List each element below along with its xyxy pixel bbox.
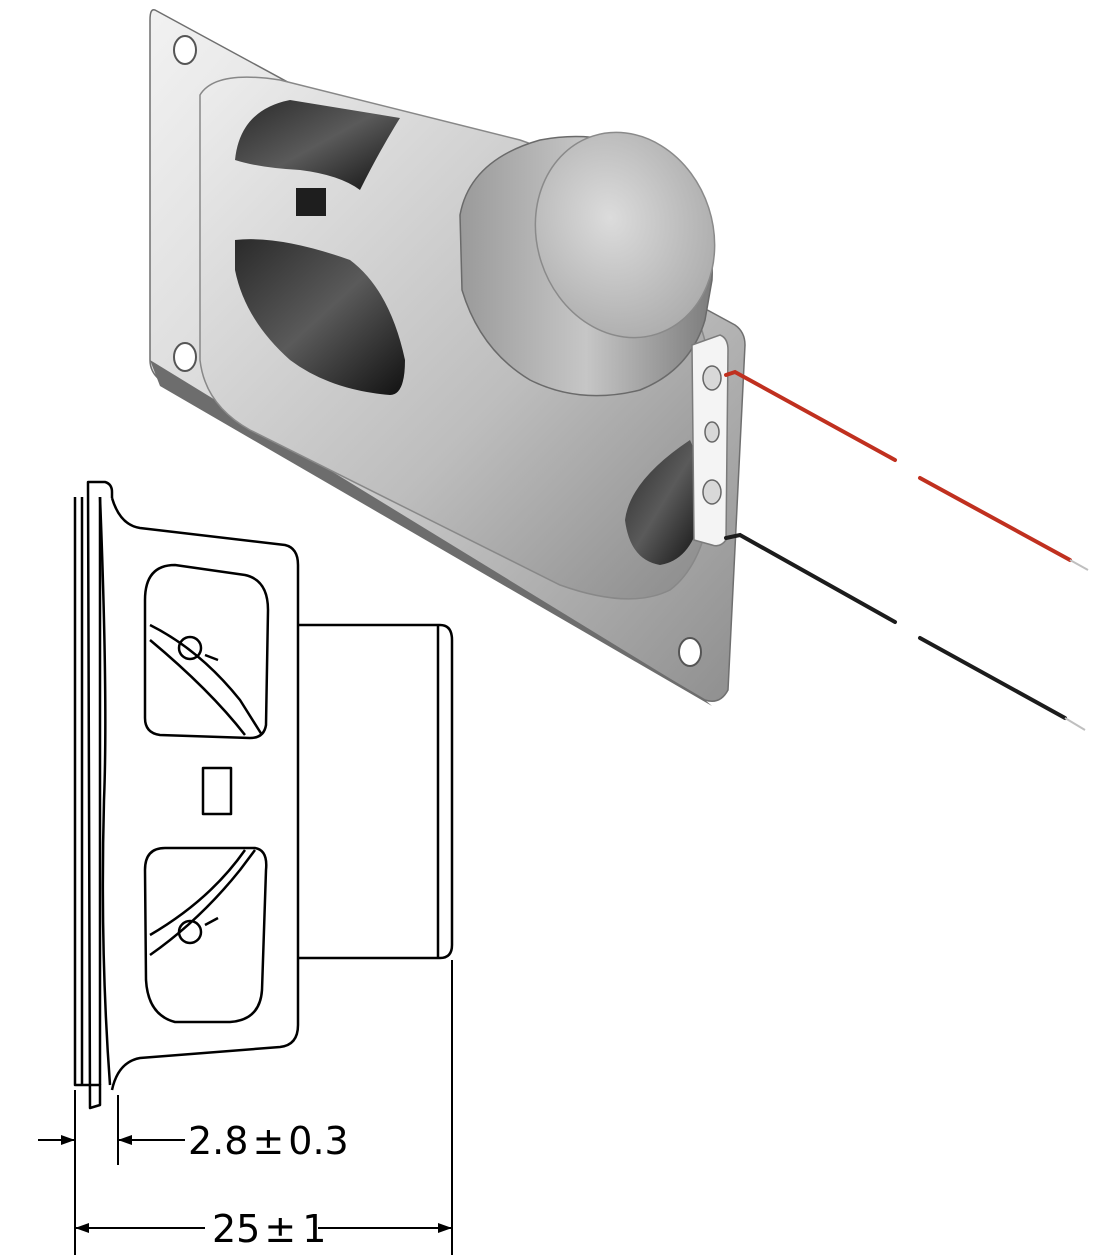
side-window-upper	[143, 563, 270, 740]
side-square	[201, 766, 233, 816]
black-wire-end	[918, 636, 1067, 720]
basket-opening-right	[625, 440, 702, 565]
basket-opening-upper	[235, 100, 400, 190]
magnet-cup	[459, 131, 716, 397]
dimension-lines	[38, 960, 453, 1255]
mounting-hole-bottom-left	[173, 342, 197, 372]
basket-square-cutout	[296, 188, 326, 216]
basket-outline	[110, 497, 300, 1091]
dim-depth-label: 25±1	[212, 1207, 326, 1251]
dim-flange-label: 2.8±0.3	[188, 1119, 349, 1163]
lead-wires	[724, 369, 1089, 731]
red-wire	[724, 369, 897, 462]
magnet-top-face	[534, 131, 716, 339]
red-wire-end	[918, 476, 1072, 562]
speaker-3d-render	[149, 8, 1089, 731]
magnet-outline	[298, 623, 454, 960]
mounting-hole-bottom-right	[678, 637, 702, 667]
flange-outline	[73, 480, 114, 1110]
black-wire	[724, 532, 897, 624]
speaker-side-view	[73, 480, 454, 1110]
dimension-labels: 2.8±0.3 25±1	[188, 1119, 349, 1251]
basket-opening-lower	[235, 239, 405, 395]
terminal-strip	[691, 334, 729, 547]
mounting-hole-top-left	[173, 35, 197, 65]
side-window-lower	[143, 846, 268, 1024]
